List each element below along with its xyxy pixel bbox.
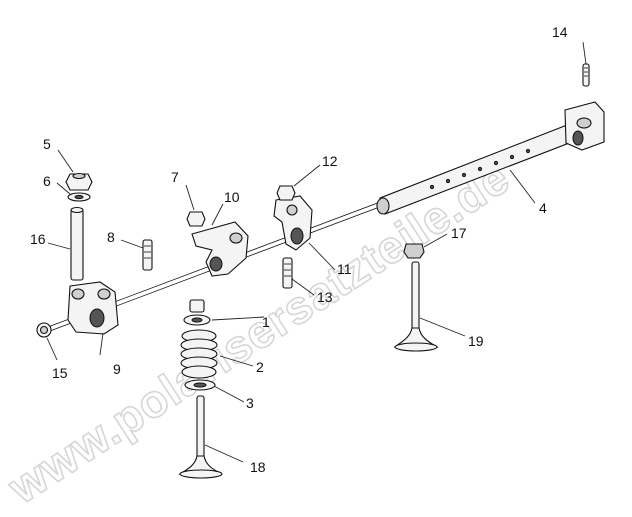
callout-15: 15 (52, 365, 68, 381)
valve-stem-seal-1 (183, 299, 211, 326)
spring-seat-3 (184, 379, 216, 391)
washer-6 (67, 192, 91, 202)
nut-5 (65, 172, 93, 191)
plug-15 (36, 322, 52, 338)
callout-13: 13 (317, 289, 333, 305)
callout-1: 1 (262, 314, 270, 330)
callout-17: 17 (451, 225, 467, 241)
shaft-holes (429, 148, 531, 190)
valve-19 (393, 261, 439, 352)
stud-16 (70, 206, 84, 281)
callout-8: 8 (107, 229, 115, 245)
callout-2: 2 (256, 359, 264, 375)
callout-19: 19 (468, 333, 484, 349)
leader-lines (46, 41, 587, 463)
callout-5: 5 (43, 136, 51, 152)
callout-18: 18 (250, 459, 266, 475)
callout-7: 7 (171, 169, 179, 185)
callout-16: 16 (30, 231, 46, 247)
callout-3: 3 (246, 395, 254, 411)
callout-4: 4 (539, 200, 547, 216)
callout-11: 11 (337, 261, 352, 277)
callout-12: 12 (322, 153, 338, 169)
valve-18 (178, 395, 223, 479)
callout-14: 14 (552, 24, 568, 40)
callout-6: 6 (43, 173, 51, 189)
callout-9: 9 (113, 361, 121, 377)
valve-keeper-17 (403, 243, 425, 259)
right-shaft-bracket (564, 101, 605, 151)
left-shaft-bracket (67, 281, 119, 335)
callout-labels: 1 2 3 4 5 6 7 8 9 10 11 12 13 14 15 16 1… (30, 24, 568, 475)
rocker-arm-11 (273, 195, 313, 251)
callout-10: 10 (224, 189, 240, 205)
rocker-shaft (39, 117, 593, 335)
valve-spring-2 (180, 329, 218, 379)
pin-14 (582, 63, 590, 87)
nut-7 (186, 211, 206, 227)
rocker-arm-10 (191, 221, 249, 277)
adjuster-screw-8 (142, 239, 153, 271)
adjuster-screw-13 (282, 257, 293, 289)
nut-12 (276, 185, 296, 201)
